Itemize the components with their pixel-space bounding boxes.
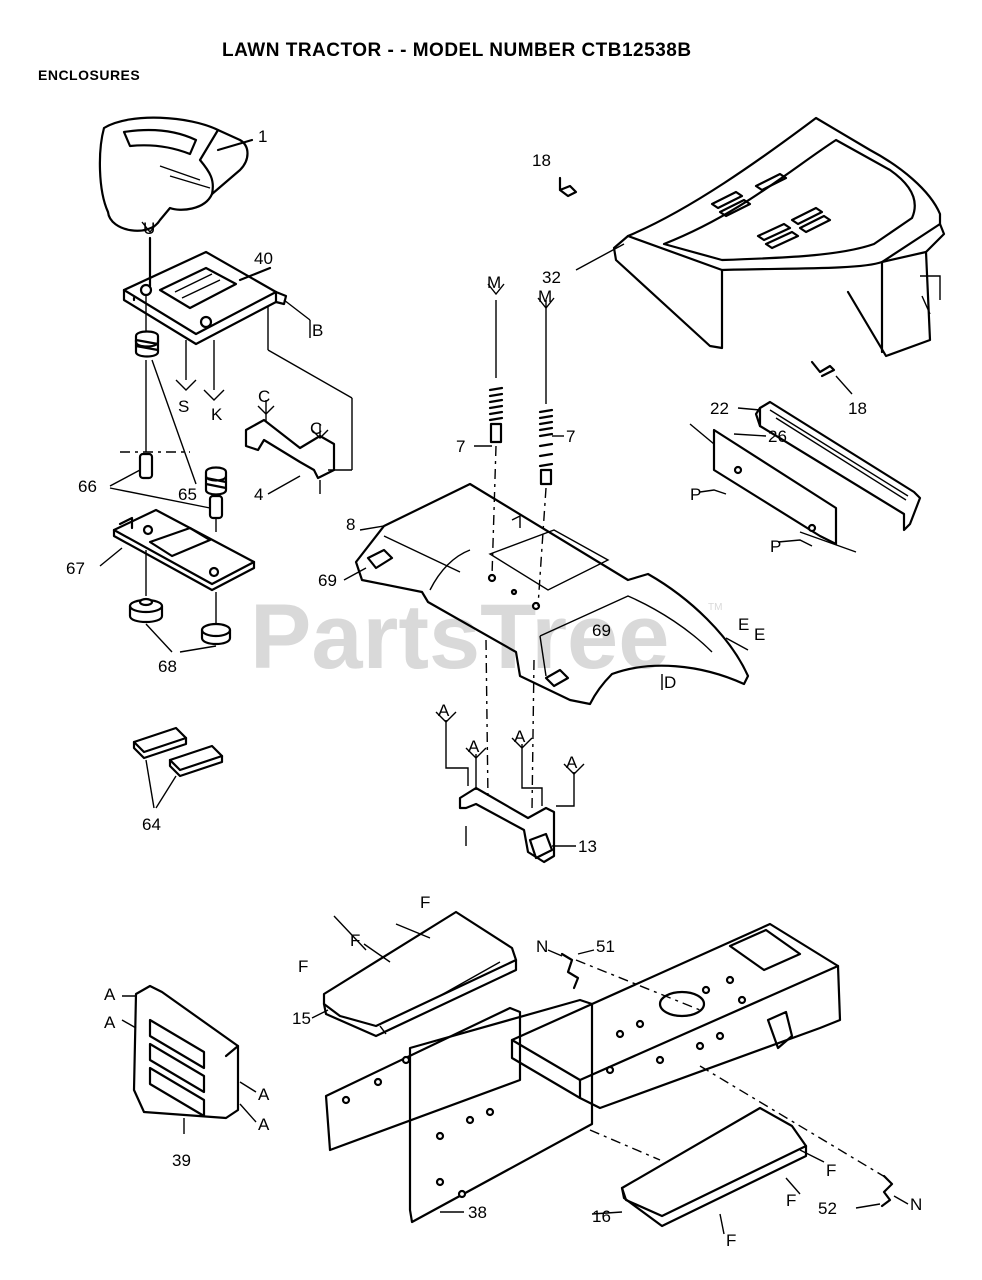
fender-part [343,482,750,706]
part-label-16: 16 [592,1207,611,1226]
footrest-left-part [311,910,518,1038]
part-label-26: 26 [768,427,787,446]
part-label-4: 4 [254,485,263,504]
seat-bracket-4-part [244,400,336,495]
ref-a-5: A [104,985,116,1004]
part-label-13: 13 [578,837,597,856]
part-label-32: 32 [542,268,561,287]
part-label-38: 38 [468,1203,487,1222]
part-label-39: 39 [172,1151,191,1170]
ref-f-6: F [726,1231,736,1250]
ref-a-4: A [566,753,578,772]
page-title: LAWN TRACTOR - - MODEL NUMBER CTB12538B [222,40,692,61]
clip-parts [558,176,853,395]
clip-51-52-parts [547,949,909,1209]
part-label-7-right: 7 [566,427,575,446]
ref-n-1: N [536,937,548,956]
footrest-right-part [591,1106,825,1235]
ref-e-1: E [738,615,749,634]
ref-k: K [211,405,223,424]
spring-pin-parts [109,296,228,532]
seat-bracket-part [99,508,256,624]
ref-u: U [143,219,155,238]
grille-part [121,984,257,1134]
panel-26-part [689,423,857,553]
section-title: ENCLOSURES [38,67,140,83]
part-label-22: 22 [710,399,729,418]
part-label-66: 66 [78,477,97,496]
part-label-7-left: 7 [456,437,465,456]
ref-a-2: A [468,737,480,756]
part-label-8: 8 [346,515,355,534]
part-label-51: 51 [596,937,615,956]
ref-p-2: P [770,537,781,556]
ref-s: S [178,397,189,416]
hood-part [575,116,946,358]
ref-n-2: N [910,1195,922,1214]
part-label-18-top: 18 [532,151,551,170]
ref-f-2: F [350,931,360,950]
ref-a-3: A [514,727,526,746]
part-label-64: 64 [142,815,161,834]
seat-part [98,116,254,232]
bumper-parts [128,597,232,653]
ref-d: D [664,673,676,692]
ref-f-3: F [420,893,430,912]
fender-bracket-part [435,639,585,864]
ref-e-2: E [754,625,765,644]
part-label-40: 40 [254,249,273,268]
part-label-18-right: 18 [848,399,867,418]
seat-pan-part [122,236,353,471]
part-label-15: 15 [292,1009,311,1028]
ref-p-1: P [690,485,701,504]
ref-f-5: F [786,1191,796,1210]
spring-bolt-parts [474,283,564,607]
ref-a-7: A [258,1085,270,1104]
part-label-69-left: 69 [318,571,337,590]
watermark-trademark: TM [708,602,722,613]
ref-f-1: F [298,957,308,976]
ref-a-6: A [104,1013,116,1032]
part-label-65: 65 [178,485,197,504]
ref-a-8: A [258,1115,270,1134]
part-label-67: 67 [66,559,85,578]
ref-f-4: F [826,1161,836,1180]
ref-a-1: A [438,701,450,720]
part-label-69-right: 69 [592,621,611,640]
ref-m-1: M [487,273,501,292]
ref-m-2: M [538,287,552,306]
part-label-1: 1 [258,127,267,146]
part-label-68: 68 [158,657,177,676]
pad-parts [132,726,224,809]
ref-c-1: C [258,387,270,406]
ref-b: B [312,321,323,340]
part-label-52: 52 [818,1199,837,1218]
watermark: PartsTree [250,586,669,688]
ref-c-2: C [310,419,322,438]
dash-panel-part [737,400,922,532]
frame-part [324,922,891,1224]
